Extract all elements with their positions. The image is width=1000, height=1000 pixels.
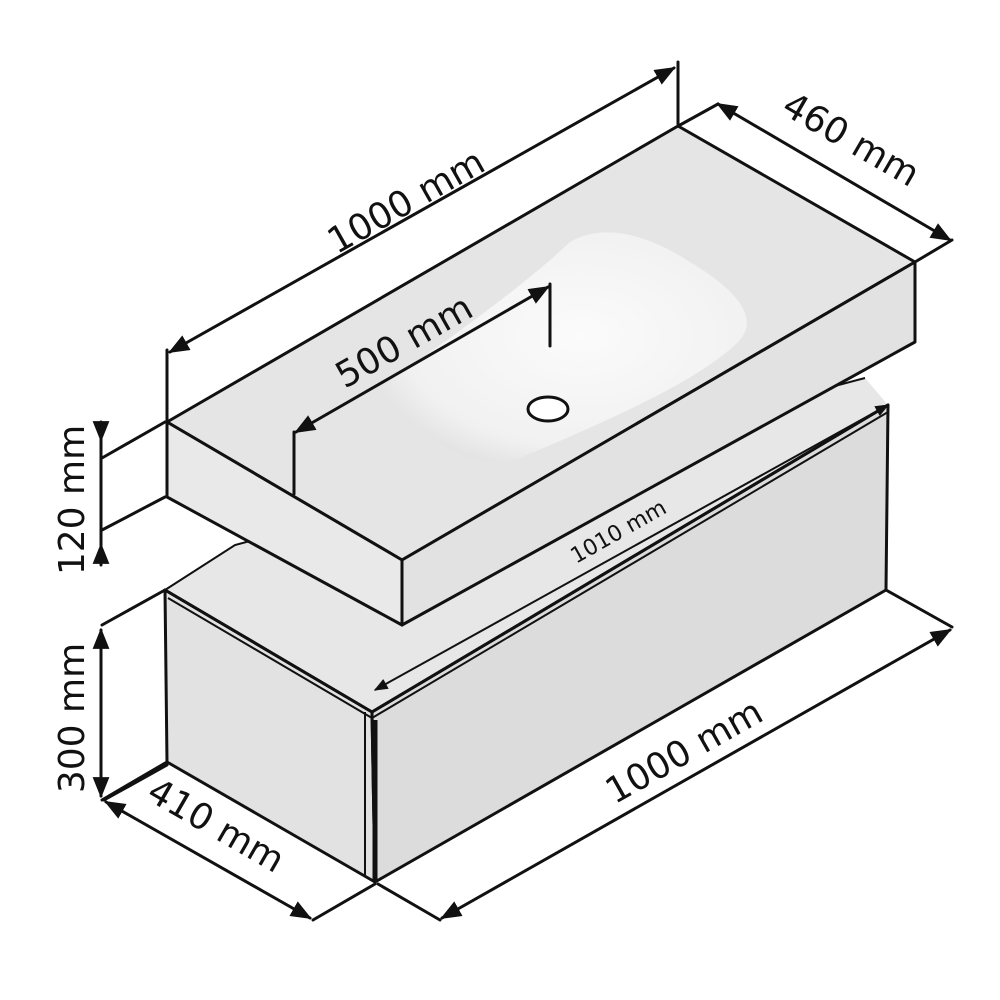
label-cabinet-height: 300 mm: [52, 643, 93, 793]
dim-cabinet-width: [376, 588, 954, 922]
drawer-groove-side: [167, 597, 373, 719]
dim-cabinet-depth: [102, 763, 377, 922]
label-top-width: 1000 mm: [321, 142, 492, 263]
dim-cabinet-height: [92, 588, 169, 802]
dim-top-height: [92, 420, 167, 567]
label-top-depth: 460 mm: [775, 85, 926, 196]
dim-top-width: [165, 60, 680, 422]
label-top-height: 120 mm: [52, 425, 93, 575]
dim-basin-width: [292, 282, 552, 496]
dim-top-depth: [678, 102, 954, 264]
drain-icon: [526, 395, 570, 423]
